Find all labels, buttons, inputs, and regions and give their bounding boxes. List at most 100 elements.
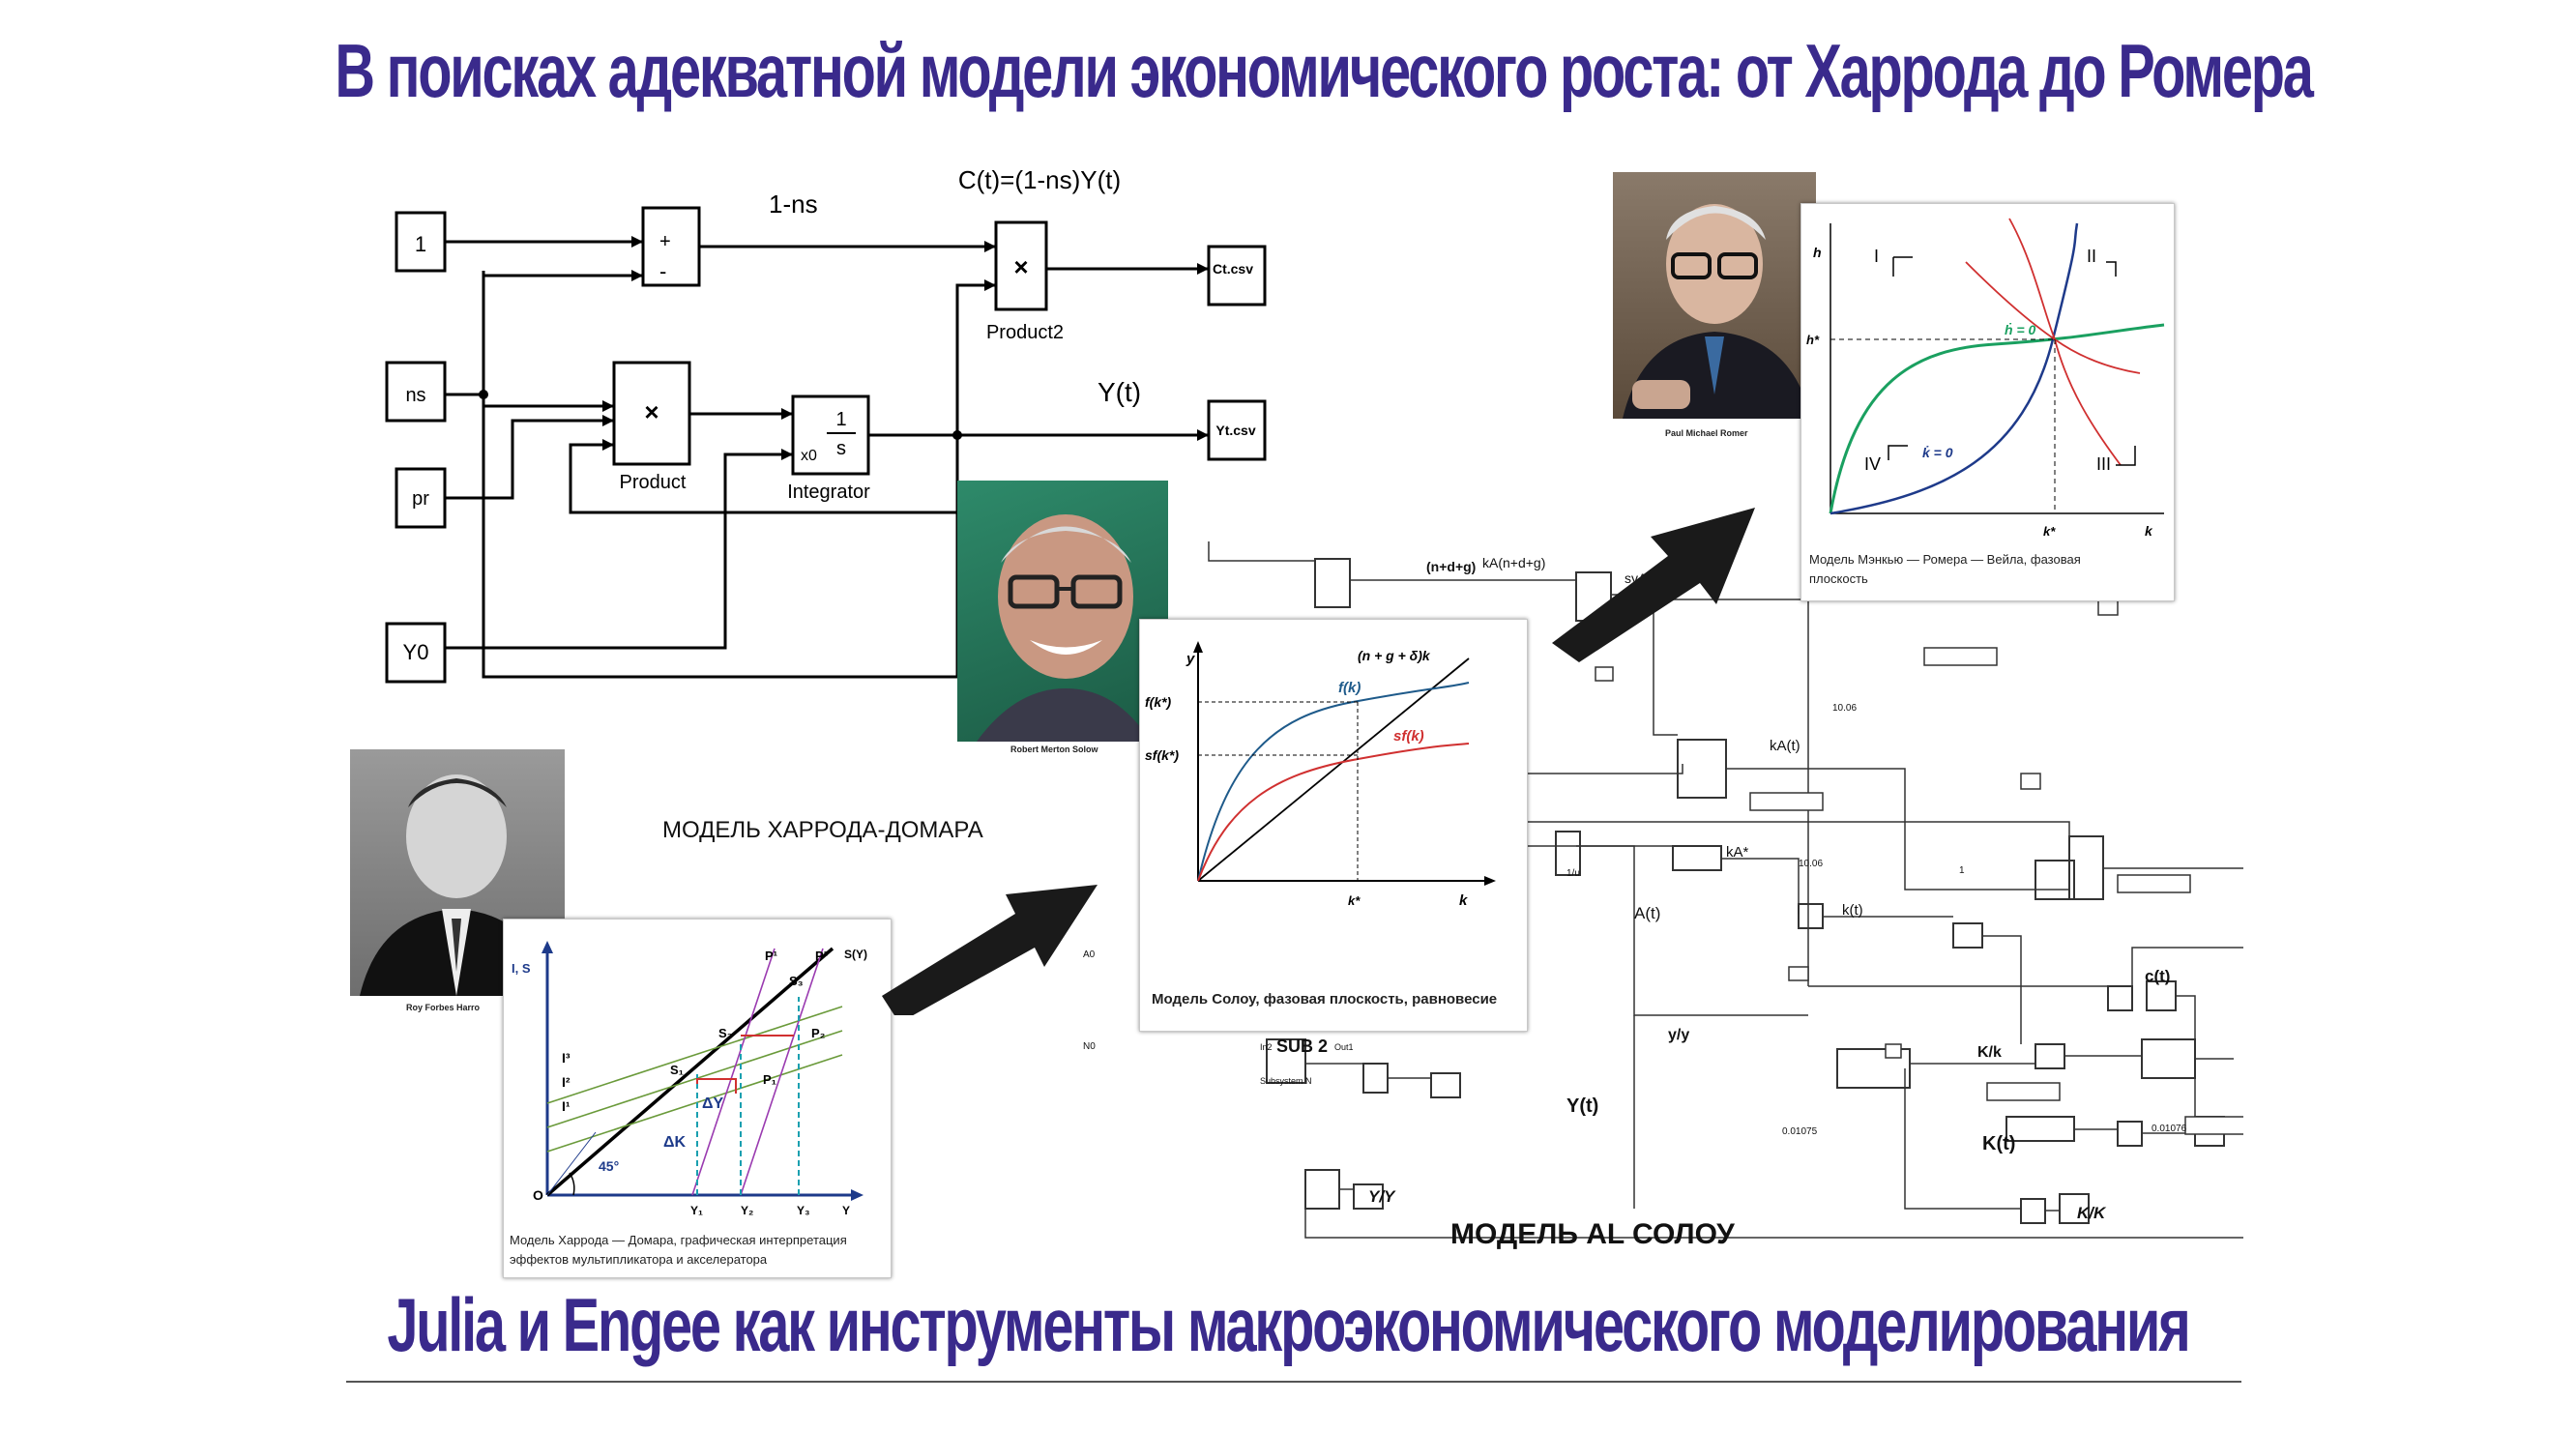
harrod-y1: Y₁ <box>690 1204 703 1217</box>
romer-q3: III <box>2096 454 2111 474</box>
harrod-p2: P₂ <box>811 1026 826 1040</box>
yy-big-label: Y/Y <box>1368 1187 1395 1206</box>
harrod-s3: S₃ <box>789 974 804 988</box>
kt-big-label: K(t) <box>1982 1133 2016 1154</box>
harrod-yaxis: I, S <box>512 961 531 976</box>
romer-photo-caption: Paul Michael Romer <box>1665 428 1748 438</box>
yt-label: Y(t) <box>1098 377 1141 407</box>
harrod-y: Y <box>842 1204 850 1217</box>
harrod-p2top: P² <box>815 949 829 963</box>
display-3: 0.01075 <box>1782 1126 1818 1137</box>
product2-label: Product2 <box>986 322 1064 343</box>
romer-chart: h h* k k* I II III IV ḣ = 0 k̇ = 0 <box>1806 218 2165 539</box>
solow-line-label: (n + g + δ)k <box>1358 648 1431 663</box>
solow-xaxis: k <box>1459 892 1468 909</box>
subsys-label: SUB 2 <box>1276 1037 1329 1056</box>
solow-kstar: k* <box>1348 893 1361 908</box>
harrod-i2: I² <box>562 1074 571 1090</box>
one-const: 1 <box>1959 865 1965 876</box>
romer-q1: I <box>1874 247 1879 266</box>
solow-fkstar: f(k*) <box>1145 694 1172 710</box>
harrod-photo-caption: Roy Forbes Harro <box>406 1003 481 1012</box>
romer-kdot: k̇ = 0 <box>1922 445 1953 460</box>
x0-label: x0 <box>801 448 817 464</box>
harrod-p1: P₁ <box>763 1072 776 1087</box>
kk-label: K/k <box>1977 1044 2002 1061</box>
subsys-name: Subsystem N <box>1260 1076 1312 1086</box>
solow-model-label: МОДЕЛЬ AL СОЛОУ <box>1450 1218 1735 1250</box>
ct-formula: C(t)=(1-ns)Y(t) <box>958 165 1121 194</box>
arrow-to-solow <box>882 885 1098 1015</box>
yt-sink <box>1207 399 1267 461</box>
harrod-chart-card: I, S O 45° ΔK ΔY I³ I² I¹ S₁ S₂ S₃ P₁ P₂… <box>503 919 892 1278</box>
yt-solow-label: Y(t) <box>1566 1095 1599 1117</box>
int-bottom: s <box>836 438 846 459</box>
ns-block <box>385 361 447 423</box>
ns-label: ns <box>405 385 425 406</box>
harrod-angle: 45° <box>599 1158 619 1174</box>
display-2: 10.06 <box>1799 859 1824 869</box>
minus-sign: - <box>659 259 666 283</box>
romer-photo <box>1613 172 1816 419</box>
yy-label: y/y <box>1668 1027 1690 1043</box>
at-label: A(t) <box>1634 904 1661 922</box>
romer-q4: IV <box>1864 454 1881 474</box>
yt-file: Yt.csv <box>1215 423 1255 438</box>
display-4: 0.01076 <box>2152 1124 2187 1134</box>
const-block <box>395 211 447 273</box>
kt-label: k(t) <box>1842 902 1863 919</box>
out1-port: Out1 <box>1334 1042 1354 1052</box>
harrod-p1top: P¹ <box>765 949 777 963</box>
display-1: 10.06 <box>1832 703 1858 714</box>
sum-block <box>641 206 701 287</box>
solow-caption: Модель Солоу, фазовая плоскость, равнове… <box>1152 991 1498 1008</box>
kandg-label: kA(n+d+g) <box>1482 555 1546 570</box>
harrod-y2: Y₂ <box>741 1204 753 1217</box>
romer-hdot: ḣ = 0 <box>2005 322 2036 337</box>
harrod-i3: I³ <box>562 1050 571 1066</box>
top-title: В поисках адекватной модели экономическо… <box>335 28 2314 113</box>
kastar-label: kA* <box>1726 844 1749 861</box>
solow-fk: f(k) <box>1338 680 1361 696</box>
a0-label: A0 <box>1083 949 1096 960</box>
pr-label: pr <box>412 488 429 510</box>
one-minus-ns-label: 1-ns <box>769 190 818 219</box>
harrod-dk: ΔK <box>663 1134 687 1151</box>
arrow-to-romer <box>1552 508 1755 662</box>
romer-caption-1: Модель Мэнкью — Ромера — Вейла, фазовая <box>1809 552 2081 567</box>
romer-h: h <box>1813 245 1822 260</box>
harrod-origin: O <box>533 1187 543 1203</box>
ct-label: c(t) <box>2145 967 2171 985</box>
romer-hstar: h* <box>1806 333 1820 347</box>
harrod-photo <box>350 749 565 996</box>
harrod-s2: S₂ <box>718 1026 733 1040</box>
harrod-y3: Y₃ <box>797 1204 810 1217</box>
ct-sink <box>1207 245 1267 307</box>
bottom-title: Julia и Engee как инструменты макроэконо… <box>387 1282 2191 1367</box>
harrod-caption-1: Модель Харрода — Домара, графическая инт… <box>510 1233 847 1247</box>
harrod-dy: ΔY <box>702 1095 724 1112</box>
romer-caption-2: плоскость <box>1809 571 1868 586</box>
harrod-sy: S(Y) <box>844 948 867 961</box>
product-x: × <box>644 397 659 426</box>
solow-sfk: sf(k) <box>1393 728 1424 745</box>
romer-kstar: k* <box>2043 524 2056 539</box>
product2-x: × <box>1013 252 1028 281</box>
const-label: 1 <box>415 232 426 256</box>
bottom-rule <box>346 1381 2241 1383</box>
y0-block <box>385 622 447 684</box>
int-top: 1 <box>835 409 846 430</box>
pr-block <box>395 467 447 529</box>
solow-sfkstar: sf(k*) <box>1145 747 1179 763</box>
solow-photo-caption: Robert Merton Solow <box>1010 745 1098 754</box>
romer-chart-card: h h* k k* I II III IV ḣ = 0 k̇ = 0 Модел… <box>1800 203 2175 601</box>
product2-block <box>994 220 1048 311</box>
ndg-label: (n+d+g) <box>1426 559 1477 574</box>
harrod-s1: S₁ <box>670 1063 684 1077</box>
harrod-i1: I¹ <box>562 1098 571 1114</box>
n0-label: N0 <box>1083 1041 1096 1052</box>
plus-sign: + <box>659 231 671 252</box>
in2-port: In2 <box>1260 1042 1273 1052</box>
kat-label: kA(t) <box>1770 738 1800 754</box>
solow-yaxis: y <box>1186 651 1195 667</box>
